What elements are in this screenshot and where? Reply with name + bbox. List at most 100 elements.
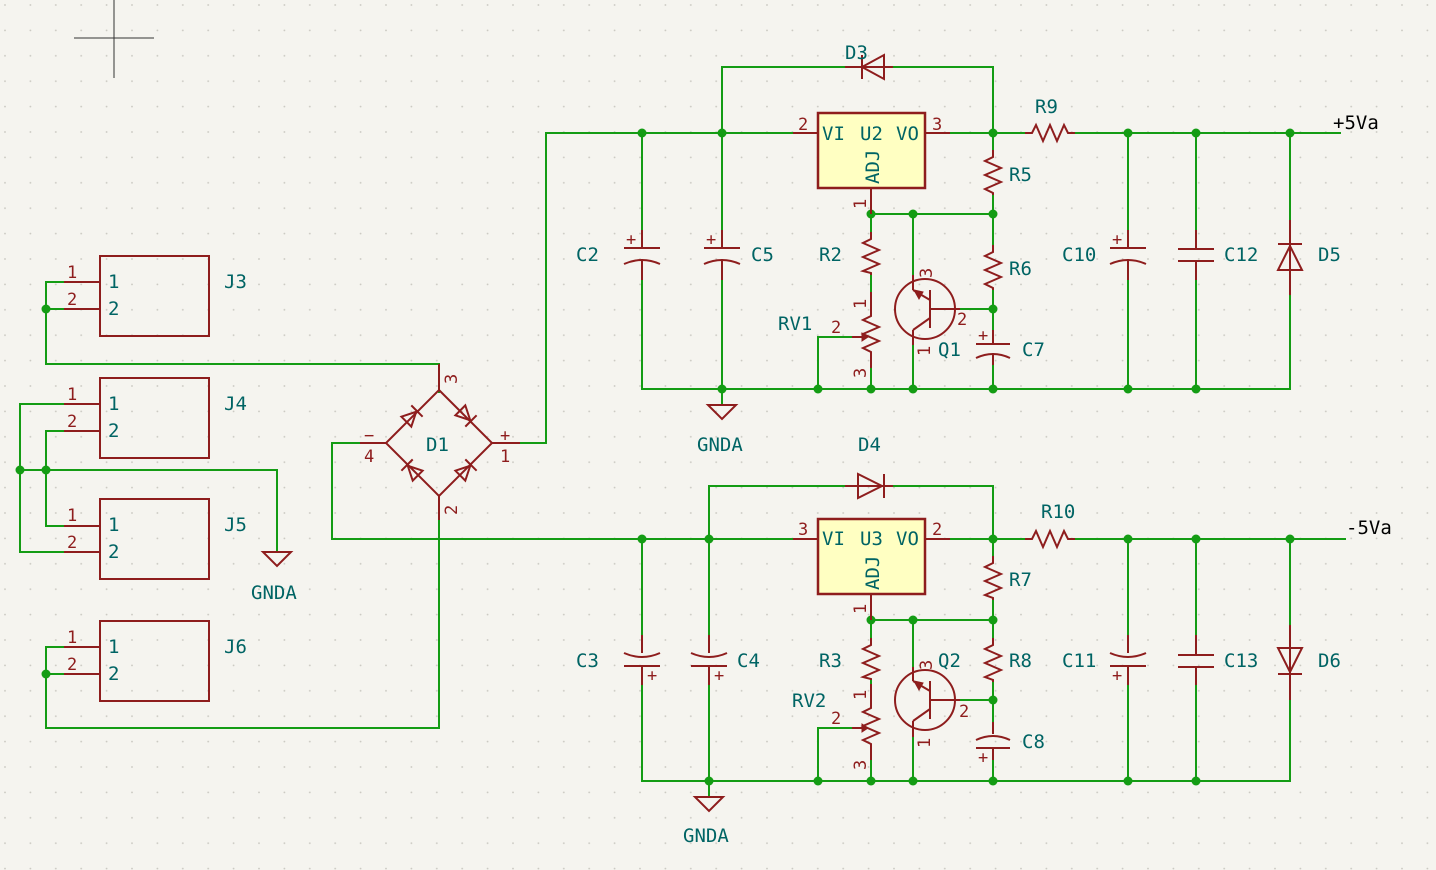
pin-name-adj: ADJ — [862, 150, 884, 184]
pin-number: 1 — [915, 346, 935, 356]
ref-label: C2 — [576, 244, 599, 266]
pin-number: 2 — [67, 290, 77, 310]
plus-sign: + — [500, 426, 510, 446]
pin-number: 2 — [67, 533, 77, 553]
resistor-r10[interactable]: R10 — [1025, 501, 1075, 550]
ref-label: J4 — [224, 393, 247, 415]
pin-label: 1 — [108, 393, 119, 415]
pin-number: 2 — [67, 412, 77, 432]
svg-text:-5Va: -5Va — [1346, 517, 1392, 539]
ref-label: RV1 — [778, 313, 812, 335]
ref-label: C11 — [1062, 650, 1096, 672]
connector-j3[interactable]: 1 2 1 2 J3 — [67, 255, 247, 337]
ref-label: C13 — [1224, 650, 1258, 672]
capacitor-c7[interactable]: + C7 — [975, 326, 1045, 365]
origin-crosshair — [74, 0, 154, 78]
ref-label: J6 — [224, 636, 247, 658]
polarity-mark: + — [714, 666, 724, 686]
pin-number: 2 — [798, 115, 808, 135]
resistor-r6[interactable]: R6 — [982, 245, 1032, 290]
ref-label: R5 — [1009, 164, 1032, 186]
diode-d5[interactable]: D5 — [1276, 220, 1341, 295]
pin-number: 2 — [831, 318, 841, 338]
pin-name-vi: VI — [822, 528, 845, 550]
ref-label: R6 — [1009, 258, 1032, 280]
pin-number: 2 — [957, 310, 967, 330]
polarity-mark: + — [978, 326, 988, 346]
capacitor-c10[interactable]: + C10 — [1062, 230, 1147, 280]
diode-d4[interactable]: D4 — [845, 434, 893, 500]
capacitor-c11[interactable]: + C11 — [1062, 635, 1147, 686]
capacitor-c5[interactable]: + C5 — [703, 230, 774, 280]
pin-name-adj: ADJ — [862, 556, 884, 590]
minus-sign: − — [364, 426, 374, 446]
polarity-mark: + — [647, 666, 657, 686]
ref-label: D1 — [426, 434, 449, 456]
regulator-u2[interactable]: VI U2 VO ADJ 2 3 1 — [793, 111, 950, 214]
pin-number: 3 — [851, 368, 871, 378]
ref-label: D6 — [1318, 650, 1341, 672]
pin-label: 2 — [108, 663, 119, 685]
ref-label: R7 — [1009, 569, 1032, 591]
transistor-q2[interactable]: Q2 3 2 1 — [894, 650, 969, 748]
ground-symbol-bottom: GNDA — [683, 796, 729, 847]
connector-j5[interactable]: 1 2 1 2 J5 — [67, 498, 247, 580]
pin-number: 1 — [500, 447, 510, 467]
gnd-label: GNDA — [697, 434, 743, 456]
potentiometer-rv1[interactable]: RV1 2 1 3 — [778, 292, 882, 378]
transistor-q1[interactable]: Q1 3 2 1 — [894, 268, 967, 361]
capacitor-c13[interactable]: C13 — [1178, 635, 1258, 685]
resistor-r2[interactable]: R2 — [819, 232, 882, 275]
pin-label: 2 — [108, 298, 119, 320]
regulator-u3[interactable]: VI U3 VO ADJ 3 2 1 — [793, 517, 950, 620]
polarity-mark: + — [1112, 666, 1122, 686]
pin-number: 3 — [917, 268, 937, 278]
connector-j4[interactable]: 1 2 1 2 J4 — [67, 377, 247, 459]
junctions — [15, 128, 1295, 786]
pin-number: 1 — [851, 299, 871, 309]
potentiometer-rv2[interactable]: RV2 2 1 3 — [792, 684, 882, 770]
pin-number: 2 — [932, 520, 942, 540]
ref-label: C10 — [1062, 244, 1096, 266]
pin-label: 2 — [108, 420, 119, 442]
resistor-r5[interactable]: R5 — [982, 150, 1032, 195]
net-label-pos: +5Va — [1333, 112, 1379, 134]
pin-number: 3 — [798, 520, 808, 540]
pin-number: 2 — [67, 655, 77, 675]
pin-number: 1 — [67, 628, 77, 648]
capacitor-c12[interactable]: C12 — [1178, 230, 1258, 280]
ref-label: U3 — [860, 528, 883, 550]
pin-number: 3 — [917, 660, 937, 670]
bridge-rectifier-d1[interactable]: D1 1 2 3 4 + − — [360, 364, 520, 520]
resistor-r7[interactable]: R7 — [982, 556, 1032, 600]
ground-symbol-top: GNDA — [697, 404, 743, 456]
ref-label: J5 — [224, 514, 247, 536]
ref-label: RV2 — [792, 690, 826, 712]
ref-label: R10 — [1041, 501, 1075, 523]
pin-name-vo: VO — [896, 528, 919, 550]
capacitor-c3[interactable]: + C3 — [576, 635, 661, 686]
ref-label: Q2 — [938, 650, 961, 672]
connector-j6[interactable]: 1 2 1 2 J6 — [67, 620, 247, 702]
pin-number: 4 — [364, 447, 374, 467]
capacitor-c8[interactable]: + C8 — [975, 722, 1045, 768]
capacitor-c4[interactable]: + C4 — [690, 635, 760, 686]
pin-number: 1 — [67, 385, 77, 405]
resistor-r9[interactable]: R9 — [1025, 96, 1075, 144]
pin-number: 1 — [851, 604, 871, 614]
capacitor-c2[interactable]: + C2 — [576, 230, 661, 280]
resistor-r3[interactable]: R3 — [819, 638, 882, 680]
ref-label: R2 — [819, 244, 842, 266]
ref-label: C4 — [737, 650, 760, 672]
pin-number: 1 — [915, 738, 935, 748]
polarity-mark: + — [978, 748, 988, 768]
diode-d6[interactable]: D6 — [1276, 625, 1341, 700]
ref-label: R8 — [1009, 650, 1032, 672]
ref-label: R3 — [819, 650, 842, 672]
resistor-r8[interactable]: R8 — [982, 638, 1032, 682]
diode-d3[interactable]: D3 — [845, 42, 893, 81]
ref-label: U2 — [860, 123, 883, 145]
pin-name-vo: VO — [896, 123, 919, 145]
ref-label: C8 — [1022, 731, 1045, 753]
